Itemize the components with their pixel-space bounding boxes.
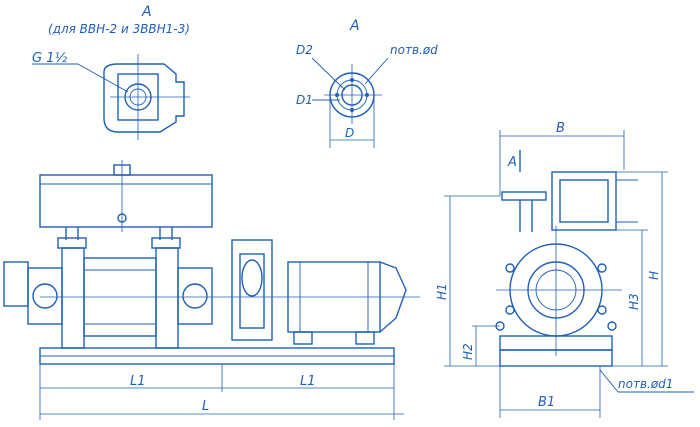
side-view: B A H1 H2 bbox=[435, 121, 694, 418]
dim-b: B bbox=[556, 121, 565, 136]
detail-top-note: (для ВВН-2 и 3ВВН1-3) bbox=[48, 22, 190, 36]
detail-flange: A D2 nотв.ød D1 D bbox=[296, 18, 438, 148]
flange-d-label: D bbox=[345, 126, 354, 140]
dim-l1-right: L1 bbox=[300, 374, 316, 389]
dim-l-total: L bbox=[202, 399, 209, 414]
pump-casing bbox=[61, 247, 85, 349]
port-size-label: G 1½ bbox=[32, 51, 67, 66]
side-holes-label: nотв.ød1 bbox=[618, 377, 673, 391]
side-separator bbox=[551, 171, 617, 231]
flange-view-letter: A bbox=[349, 18, 360, 34]
dim-l1-left: L1 bbox=[130, 374, 146, 389]
electric-motor bbox=[287, 261, 381, 333]
flange-holes-label: nотв.ød bbox=[390, 43, 438, 57]
flange-d2-label: D2 bbox=[296, 43, 313, 57]
dim-b1: B1 bbox=[538, 395, 555, 410]
flange-d1-label: D1 bbox=[296, 93, 313, 107]
detail-top-view-letter: A bbox=[141, 4, 152, 20]
view-arrow-label: A bbox=[507, 155, 517, 170]
detail-top-view: A (для ВВН-2 и 3ВВН1-3) G 1½ bbox=[32, 4, 190, 140]
dim-h1: H1 bbox=[435, 283, 449, 300]
dim-h: H bbox=[647, 271, 661, 280]
port-flange-outline bbox=[103, 63, 185, 133]
dim-h3: H3 bbox=[627, 293, 641, 310]
dim-h2: H2 bbox=[461, 343, 475, 360]
front-view: L1 L1 L bbox=[3, 160, 420, 420]
coupling-guard bbox=[231, 239, 273, 341]
